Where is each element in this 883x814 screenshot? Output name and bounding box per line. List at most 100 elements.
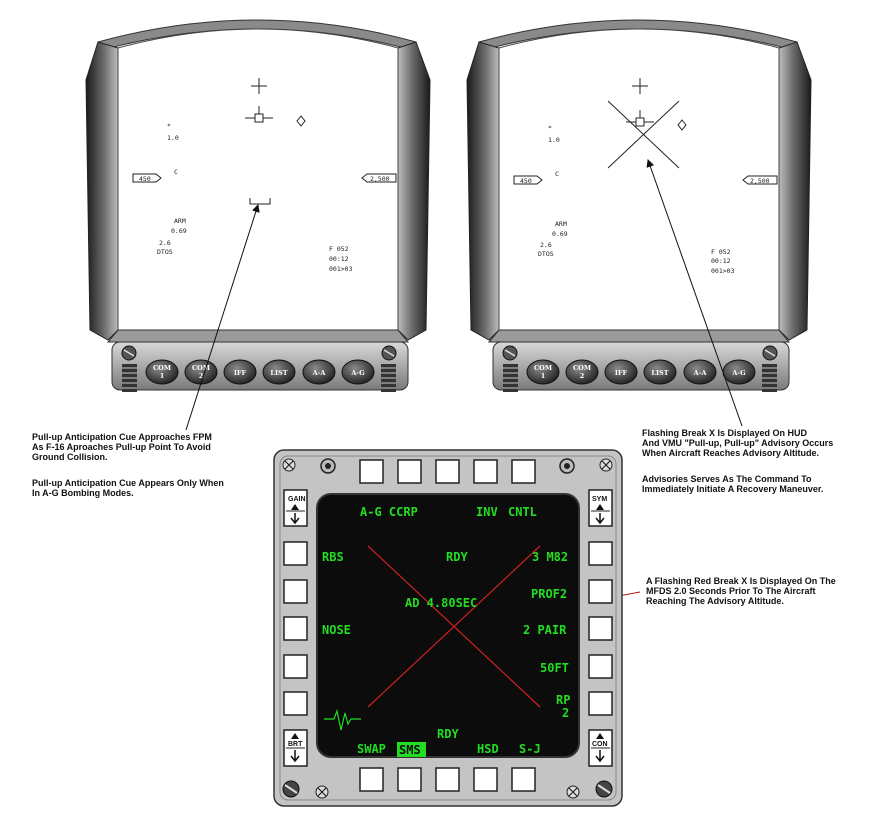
annotation-anticipation-cue: Pull-up Anticipation Cue Approaches FPM … — [32, 432, 212, 462]
osb-bottom-1[interactable] — [359, 767, 384, 792]
osb-right-4[interactable] — [588, 654, 613, 679]
pull-up-anticipation-cue — [249, 198, 271, 205]
osb-right-5[interactable] — [588, 691, 613, 716]
hud-button-label: A-G — [731, 369, 746, 377]
mfd-cntl-label: CNTL — [508, 505, 537, 519]
hud-combiner-glass — [117, 28, 399, 331]
annotation-hud-break-x: Flashing Break X Is Displayed On HUD And… — [642, 428, 834, 458]
hud-arm-label: ARM — [174, 217, 186, 225]
hud-button-label: COM — [153, 364, 171, 372]
mfd-release-label: 2 PAIR — [523, 623, 567, 637]
lock-knob-icon — [282, 780, 300, 798]
mfd-sms-highlight — [397, 742, 426, 757]
hud-button-a-g[interactable]: A-G — [722, 359, 756, 385]
osb-left-4[interactable] — [283, 654, 308, 679]
hud-dist-value: 2.6 — [159, 239, 171, 247]
hud-combiner-glass — [498, 28, 780, 331]
pointer-anticipation-cue — [185, 204, 260, 431]
hud-f-line: F 052 — [329, 245, 349, 253]
hud-button-a-a[interactable]: A-A — [683, 359, 717, 385]
hud-right-pillar — [778, 41, 812, 341]
osb-right-1[interactable] — [588, 541, 613, 566]
mfd-display-unit: GAIN SYM BRT CON A-G CCRP IN — [273, 449, 623, 807]
hud-base-lip — [106, 329, 410, 343]
hud-dtos-label: DTOS — [157, 248, 173, 256]
hud-right-pillar — [397, 41, 431, 341]
osb-right-3[interactable] — [588, 616, 613, 641]
brt-rocker[interactable]: BRT — [283, 729, 308, 767]
osb-top-2[interactable] — [397, 459, 422, 484]
hud-star-value: 1.0 — [548, 136, 560, 144]
hud-left: * 1.0 450 C 2,500 ARM 0.69 2.6 DTOS F 05… — [85, 19, 431, 392]
hud-button-label: 2 — [580, 372, 585, 380]
mfd-profile-label: PROF2 — [531, 587, 567, 601]
hud-button-label: IFF — [234, 369, 247, 377]
hud-dist-value: 2.6 — [540, 241, 552, 249]
osb-top-5[interactable] — [511, 459, 536, 484]
hud-button-label: 2 — [199, 372, 204, 380]
hud-button-iff[interactable]: IFF — [604, 359, 638, 385]
mfd-waveform-icon — [324, 708, 361, 731]
hud-button-iff[interactable]: IFF — [223, 359, 257, 385]
svg-text:CON: CON — [592, 741, 608, 748]
mfd-rp-value: 2 — [562, 706, 569, 720]
hud-f-line: F 052 — [711, 248, 731, 256]
mfd-break-x-symbol — [367, 545, 541, 708]
osb-bottom-4[interactable] — [473, 767, 498, 792]
hud-left-pillar — [466, 41, 500, 341]
osb-top-1[interactable] — [359, 459, 384, 484]
mfd-mode-label: A-G CCRP — [360, 505, 418, 519]
hud-button-a-a[interactable]: A-A — [302, 359, 336, 385]
airspeed-box — [513, 175, 543, 185]
osb-right-2[interactable] — [588, 579, 613, 604]
osb-top-3[interactable] — [435, 459, 460, 484]
sym-rocker[interactable]: SYM — [588, 489, 613, 527]
annotation-anticipation-cue-note: Pull-up Anticipation Cue Appears Only Wh… — [32, 478, 224, 498]
annotation-advisory-command: Advisories Serves As The Command To Imme… — [642, 474, 824, 494]
hud-button-list[interactable]: LIST — [643, 359, 677, 385]
osb-left-1[interactable] — [283, 541, 308, 566]
mfd-rdy-top: RDY — [446, 550, 468, 564]
target-diamond-icon — [677, 119, 687, 131]
hud-right-knob[interactable] — [762, 345, 778, 392]
airspeed-box — [132, 173, 162, 183]
osb-left-5[interactable] — [283, 691, 308, 716]
hud-star-symbol: * — [548, 124, 552, 132]
screw-icon — [315, 785, 329, 799]
osb-bottom-2[interactable] — [397, 767, 422, 792]
bolt-icon — [320, 458, 336, 474]
hud-button-list[interactable]: LIST — [262, 359, 296, 385]
mfd-hsd-label: HSD — [477, 742, 499, 756]
hud-arm-value: 0.69 — [552, 230, 568, 238]
hud-left-knob[interactable] — [121, 345, 137, 392]
hud-left-knob[interactable] — [502, 345, 518, 392]
hud-control-panel — [111, 341, 409, 391]
osb-left-2[interactable] — [283, 579, 308, 604]
hud-button-label: A-A — [693, 369, 708, 377]
hud-time-line: 00:12 — [711, 257, 731, 265]
hud-button-label: A-A — [312, 369, 327, 377]
hud-time-line: 00:12 — [329, 255, 349, 263]
hud-button-label: LIST — [270, 369, 287, 377]
hud-button-label: 1 — [160, 372, 165, 380]
con-rocker[interactable]: CON — [588, 729, 613, 767]
mfd-sms-label: SMS — [399, 743, 421, 757]
mfd-advisory-delay: AD 4.80SEC — [405, 596, 477, 610]
altitude-box — [361, 173, 397, 183]
osb-left-3[interactable] — [283, 616, 308, 641]
hud-button-a-g[interactable]: A-G — [341, 359, 375, 385]
target-diamond-icon — [296, 115, 306, 127]
hud-right: * 1.0 450 C 2,500 ARM 0.69 2.6 DTOS F 05… — [466, 19, 812, 392]
hud-right-knob[interactable] — [381, 345, 397, 392]
gain-rocker[interactable]: GAIN — [283, 489, 308, 527]
screw-icon — [599, 458, 613, 472]
screw-icon — [282, 458, 296, 472]
osb-bottom-3[interactable] — [435, 767, 460, 792]
osb-bottom-5[interactable] — [511, 767, 536, 792]
hud-control-panel — [492, 341, 790, 391]
osb-top-4[interactable] — [473, 459, 498, 484]
